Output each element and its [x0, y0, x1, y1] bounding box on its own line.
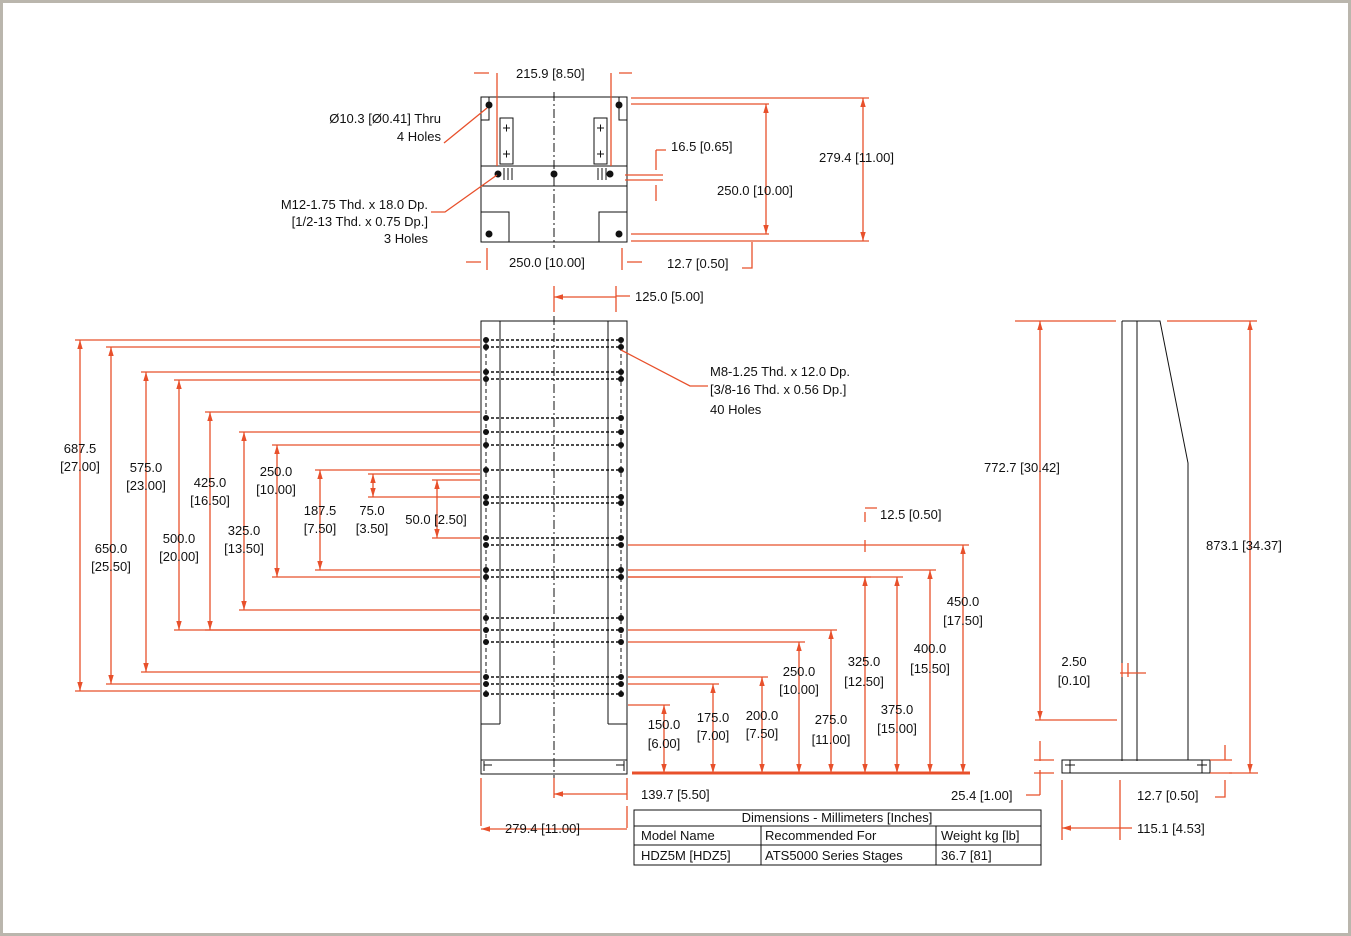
table-header-recommended: Recommended For: [765, 828, 877, 843]
right-dim-175-in: [7.00]: [697, 728, 730, 743]
front-left-dimension-labels: 687.5 [27.00] 650.0 [25.50] 575.0 [23.00…: [60, 441, 467, 574]
right-dim-200-in: [7.50]: [746, 726, 779, 741]
right-dim-375-in: [15.00]: [877, 721, 917, 736]
top-offset-small: 16.5 [0.65]: [671, 139, 732, 154]
side-view: 772.7 [30.42] 873.1 [34.37] 2.50 [0.10] …: [951, 320, 1282, 840]
top-edge-offset: 12.7 [0.50]: [667, 256, 728, 271]
side-height-total: 873.1 [34.37]: [1206, 538, 1282, 553]
side-base-edge: 12.7 [0.50]: [1137, 788, 1198, 803]
right-dim-400-mm: 400.0: [914, 641, 947, 656]
top-plate-outline: [480, 96, 628, 243]
front-center-offset: 125.0 [5.00]: [635, 289, 704, 304]
right-dim-400-in: [15.50]: [910, 661, 950, 676]
left-dim-325-mm: 325.0: [228, 523, 261, 538]
right-dim-175-mm: 175.0: [697, 710, 730, 725]
right-dim-450-in: [17.50]: [943, 613, 983, 628]
left-dim-250-mm: 250.0: [260, 464, 293, 479]
side-gap-in: [0.10]: [1058, 673, 1091, 688]
thru-hole-note-2: 4 Holes: [397, 129, 442, 144]
left-dim-75-mm: 75.0: [359, 503, 384, 518]
front-view: 125.0 [5.00] M8-1.25 Thd. x 12.0 Dp. [3/…: [60, 286, 983, 836]
right-dim-325-in: [12.50]: [844, 674, 884, 689]
left-dim-650-in: [25.50]: [91, 559, 131, 574]
left-dim-187-in: [7.50]: [304, 521, 337, 536]
top-view-holes: [485, 101, 623, 238]
table-cell-recommended: ATS5000 Series Stages: [765, 848, 903, 863]
table-cell-weight: 36.7 [81]: [941, 848, 992, 863]
right-dim-250-in: [10.00]: [779, 682, 819, 697]
right-dim-250-mm: 250.0: [783, 664, 816, 679]
front-hole-note-2: [3/8-16 Thd. x 0.56 Dp.]: [710, 382, 846, 397]
right-dim-150-mm: 150.0: [648, 717, 681, 732]
front-hole: [618, 567, 624, 573]
table-title: Dimensions - Millimeters [Inches]: [742, 810, 933, 825]
front-hole: [618, 615, 624, 621]
thread-hole-note-3: 3 Holes: [384, 231, 429, 246]
top-width-outer: 250.0 [10.00]: [509, 255, 585, 270]
left-dim-425-in: [16.50]: [190, 493, 230, 508]
top-view: 215.9 [8.50] Ø10.3 [Ø0.41] Thru 4 Holes …: [281, 66, 894, 271]
right-dim-150-in: [6.00]: [648, 736, 681, 751]
table-header-model: Model Name: [641, 828, 715, 843]
front-hole: [483, 574, 489, 580]
dimensions-table: Dimensions - Millimeters [Inches] Model …: [633, 809, 1042, 866]
left-dim-250-in: [10.00]: [256, 482, 296, 497]
left-dim-425-mm: 425.0: [194, 475, 227, 490]
right-dim-275-in: [11.00]: [812, 732, 851, 747]
front-hole: [483, 615, 489, 621]
right-top-dim: 12.5 [0.50]: [880, 507, 941, 522]
table-cell-model: HDZ5M [HDZ5]: [641, 848, 731, 863]
left-dim-325-in: [13.50]: [224, 541, 264, 556]
right-dim-275-mm: 275.0: [815, 712, 848, 727]
front-hole-note-3: 40 Holes: [710, 402, 762, 417]
table-header-weight: Weight kg [lb]: [941, 828, 1020, 843]
left-dim-575-in: [23.00]: [126, 478, 166, 493]
front-base-half: 139.7 [5.50]: [641, 787, 710, 802]
thread-hole-note-1: M12-1.75 Thd. x 18.0 Dp.: [281, 197, 428, 212]
left-dim-650-mm: 650.0: [95, 541, 128, 556]
side-column-outline: [1121, 320, 1189, 761]
right-dim-325-mm: 325.0: [848, 654, 881, 669]
left-dim-575-mm: 575.0: [130, 460, 163, 475]
left-dim-500-mm: 500.0: [163, 531, 196, 546]
left-dim-687-in: [27.00]: [60, 459, 100, 474]
front-hole-note-1: M8-1.25 Thd. x 12.0 Dp.: [710, 364, 850, 379]
side-base-thick: 25.4 [1.00]: [951, 788, 1012, 803]
front-hole: [483, 567, 489, 573]
front-hole: [618, 574, 624, 580]
thru-hole-note-1: Ø10.3 [Ø0.41] Thru: [329, 111, 441, 126]
right-dim-200-mm: 200.0: [746, 708, 779, 723]
side-gap-mm: 2.50: [1061, 654, 1086, 669]
left-dim-50: 50.0 [2.50]: [405, 512, 466, 527]
side-base-depth: 115.1 [4.53]: [1137, 821, 1205, 836]
left-dim-687-mm: 687.5: [64, 441, 97, 456]
front-view-holes: [483, 337, 624, 697]
thread-hole-note-2: [1/2-13 Thd. x 0.75 Dp.]: [292, 214, 428, 229]
left-dim-187-mm: 187.5: [304, 503, 337, 518]
top-depth-total: 279.4 [11.00]: [819, 150, 894, 165]
right-dim-450-mm: 450.0: [947, 594, 980, 609]
side-height-upper: 772.7 [30.42]: [984, 460, 1060, 475]
left-dim-500-in: [20.00]: [159, 549, 199, 564]
right-dim-375-mm: 375.0: [881, 702, 914, 717]
front-right-dimension-labels: 150.0 [6.00] 175.0 [7.00] 200.0 [7.50] 2…: [648, 594, 983, 751]
top-width-inner: 215.9 [8.50]: [516, 66, 585, 81]
front-base-width: 279.4 [11.00]: [505, 821, 580, 836]
top-depth-inner: 250.0 [10.00]: [717, 183, 793, 198]
left-dim-75-in: [3.50]: [356, 521, 389, 536]
